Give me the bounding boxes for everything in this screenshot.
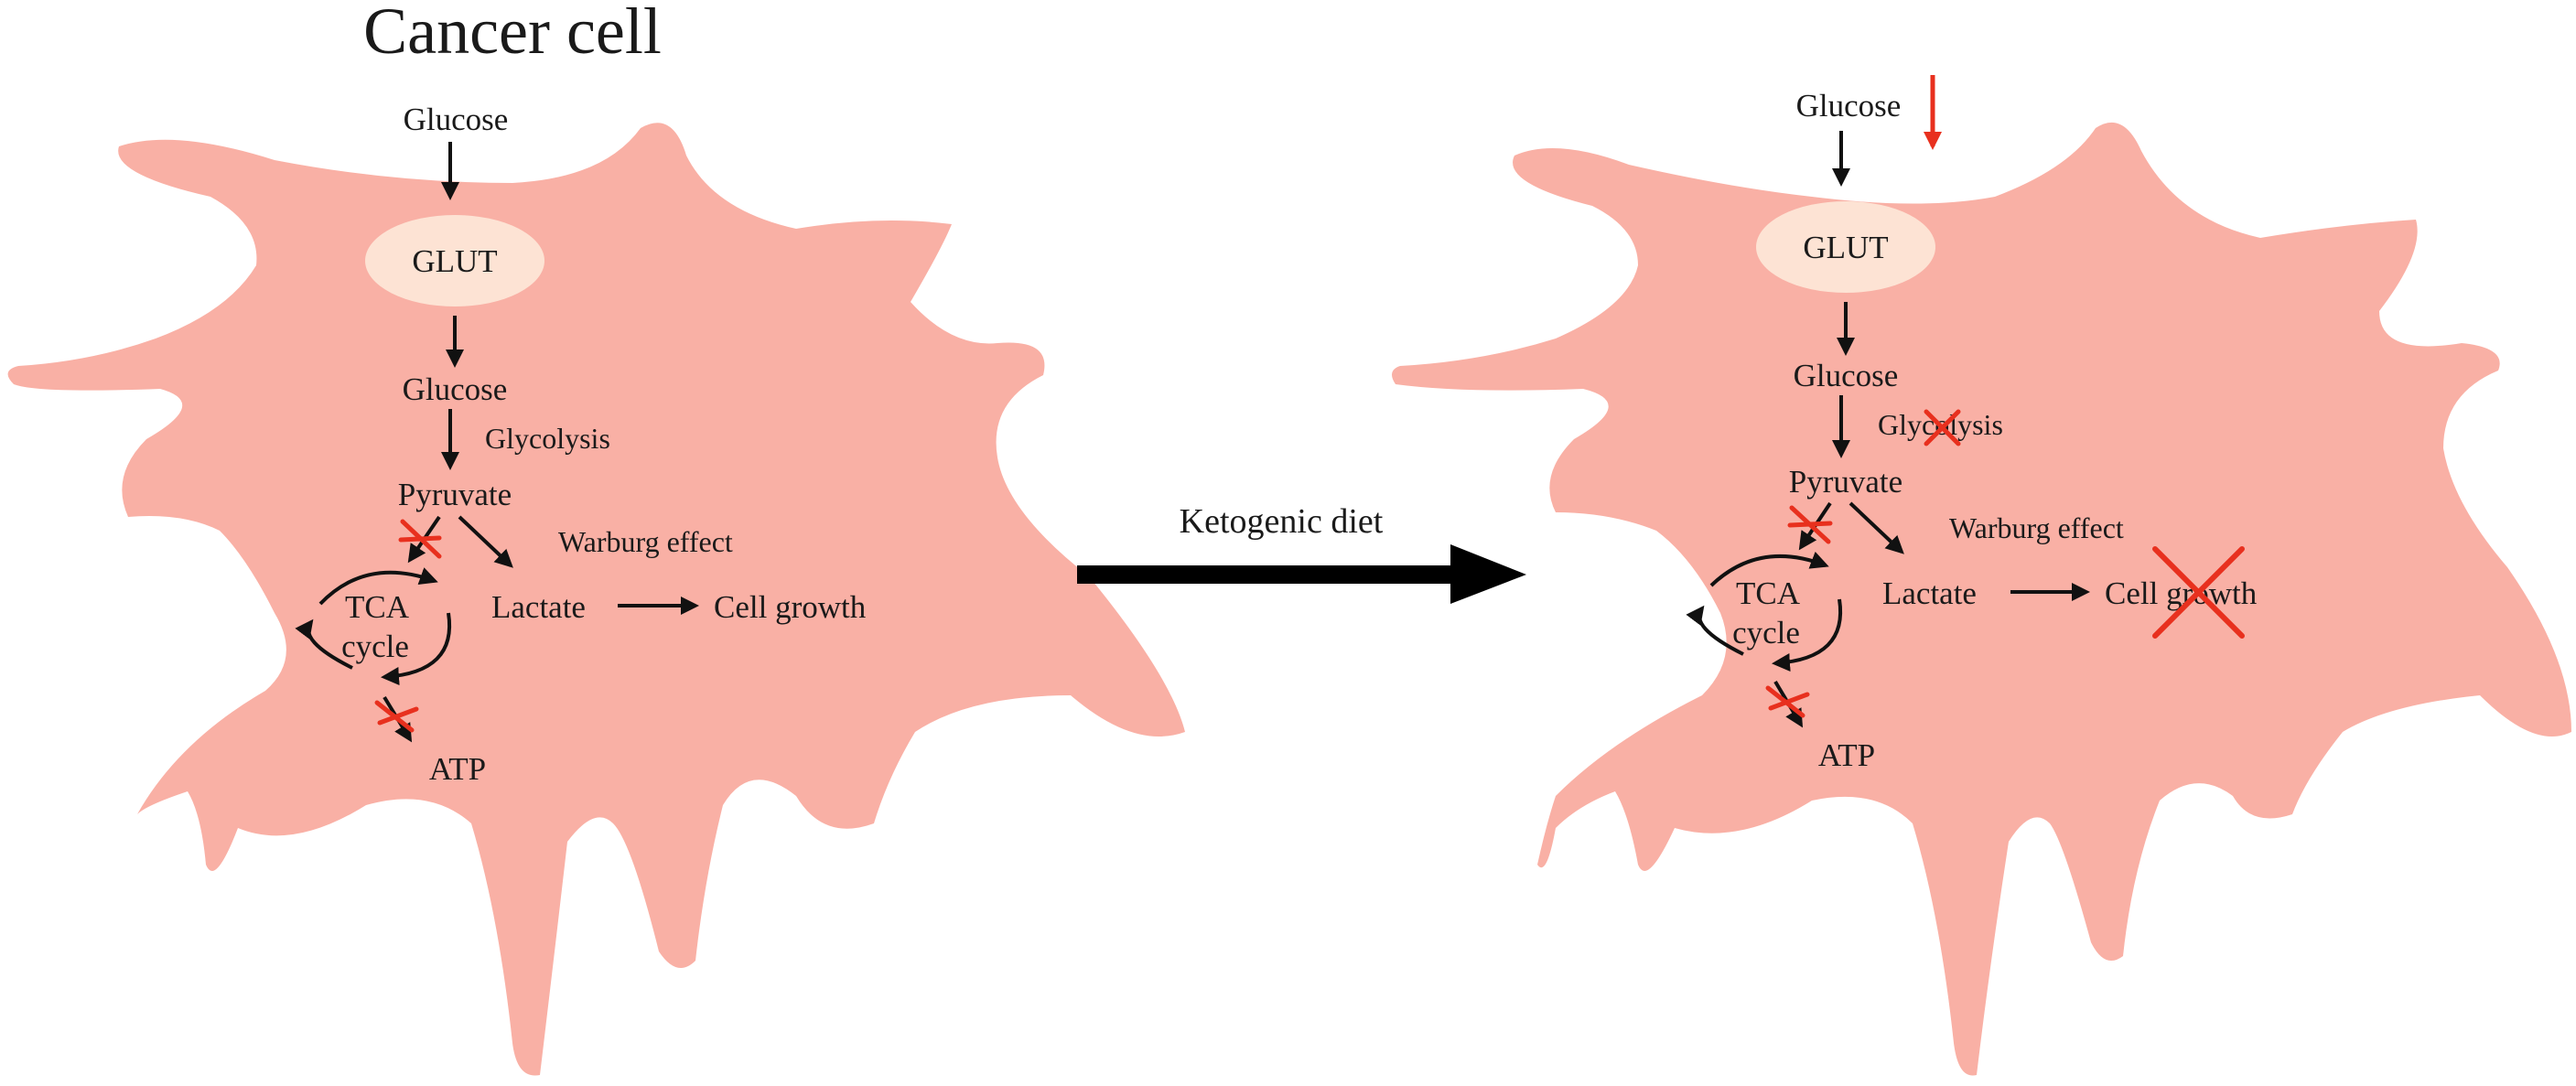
right-warburg-label: Warburg effect: [1949, 511, 2124, 544]
right-atp-label: ATP: [1818, 737, 1875, 773]
right-atp-inhibition-cross: [1765, 685, 1810, 718]
left-atp-inhibition-cross: [374, 700, 419, 733]
left-glucose-inside-label: Glucose: [403, 371, 508, 407]
diagram-title: Cancer cell: [363, 0, 662, 68]
left-cycle-label: cycle: [341, 629, 409, 664]
left-cell: Glucose GLUT Glucose Glycolysis Pyruvate…: [7, 102, 1186, 1076]
right-cell-body: [1392, 122, 2571, 1076]
left-tca-cycle-arc-top: [318, 567, 438, 606]
right-cell: Glucose GLUT Glucose Glycolysis Pyruvate…: [1392, 75, 2571, 1076]
left-glut-transporter: [365, 215, 544, 306]
left-growth-label: Cell growth: [714, 589, 867, 625]
right-glucose-inside-label: Glucose: [1794, 358, 1899, 393]
left-lactate-label: Lactate: [491, 589, 586, 625]
left-pyruvate-to-lactate-arrow: [458, 515, 513, 568]
right-cycle-label: cycle: [1732, 615, 1800, 651]
right-lactate-label: Lactate: [1882, 575, 1977, 611]
left-tca-cycle-arc-right: [381, 612, 452, 685]
ketogenic-diet-transition: Ketogenic diet: [1077, 502, 1526, 604]
right-glut-label: GLUT: [1803, 230, 1888, 265]
left-warburg-label: Warburg effect: [558, 525, 733, 558]
right-tca-cycle-arc-left: [1686, 605, 1744, 656]
right-growth-inhibition-cross: [2152, 546, 2245, 639]
left-tca-inhibition-cross: [398, 519, 442, 559]
left-glycolysis-label: Glycolysis: [485, 422, 610, 455]
right-pyruvate-to-lactate-arrow: [1848, 501, 1904, 554]
left-pyruvate-label: Pyruvate: [398, 477, 512, 512]
right-tca-label: TCA: [1736, 575, 1801, 611]
right-glucose-outside-label: Glucose: [1796, 88, 1902, 124]
right-growth-label: Cell growth: [2105, 575, 2258, 611]
right-glut-transporter: [1756, 201, 1935, 293]
right-glycolysis-inhibition-cross: [1924, 409, 1961, 446]
left-tca-cycle-arc-left: [295, 618, 353, 670]
right-tca-inhibition-cross: [1787, 505, 1833, 544]
left-cell-body: [7, 123, 1186, 1076]
left-glut-label: GLUT: [412, 243, 497, 279]
right-pyruvate-label: Pyruvate: [1789, 464, 1902, 500]
ketogenic-diet-arrow: [1077, 544, 1526, 604]
left-glucose-outside-label: Glucose: [404, 102, 509, 137]
ketogenic-diet-label: Ketogenic diet: [1180, 502, 1384, 541]
left-atp-label: ATP: [429, 751, 486, 787]
right-tca-cycle-arc-right: [1772, 598, 1843, 672]
right-tca-cycle-arc-top: [1709, 551, 1829, 587]
left-tca-label: TCA: [345, 589, 410, 625]
